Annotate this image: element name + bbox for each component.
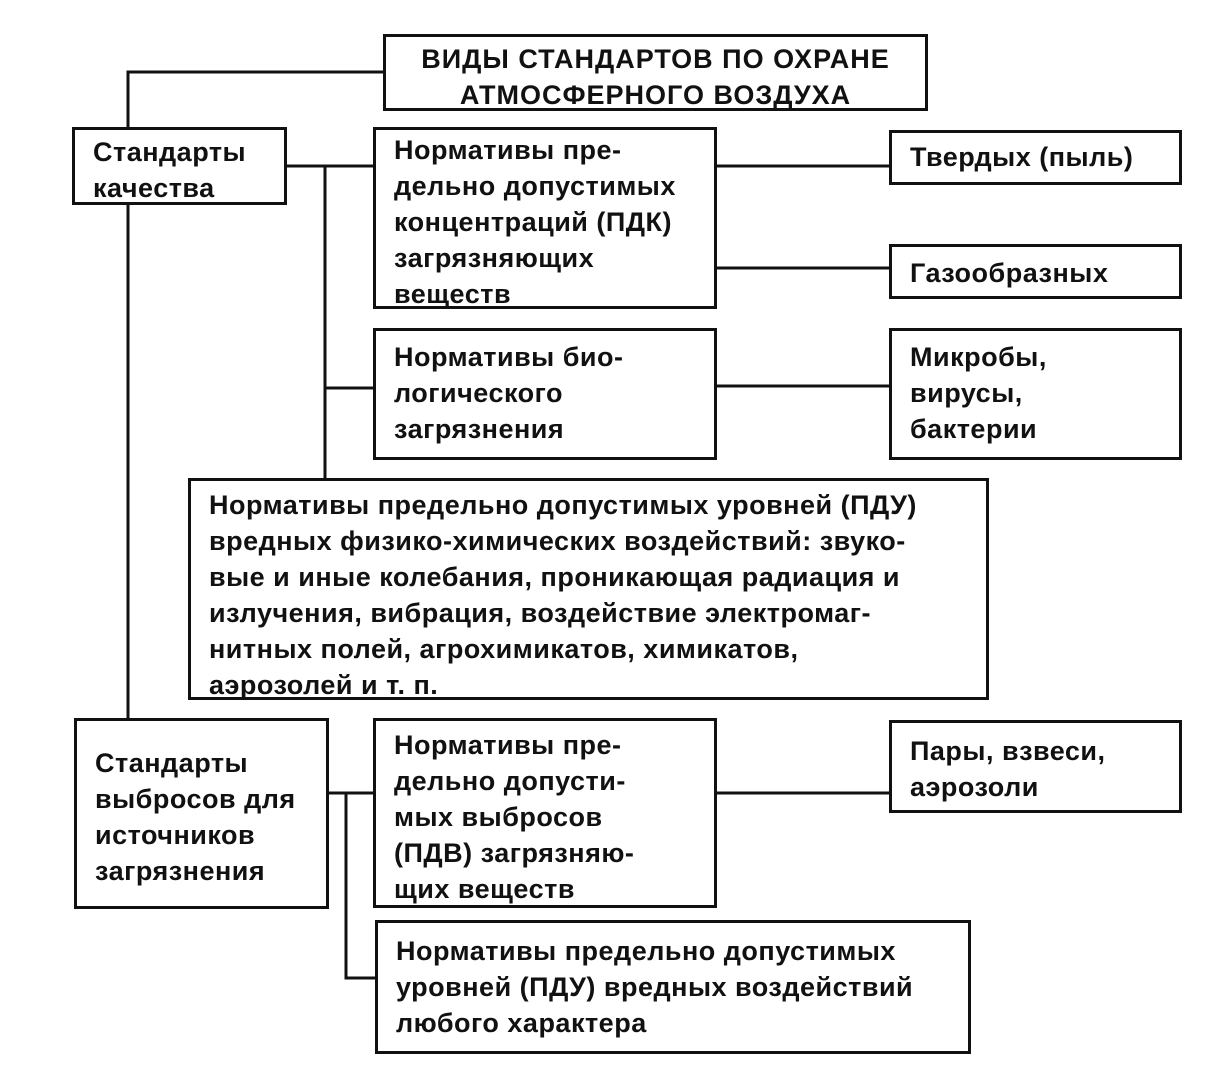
quality-standards-box: Стандарты качества	[72, 127, 287, 205]
vapors-box: Пары, взвеси, аэрозоли	[889, 720, 1182, 813]
pdu-any-box: Нормативы предельно допустимых уровней (…	[375, 920, 971, 1054]
diagram-title: ВИДЫ СТАНДАРТОВ ПО ОХРАНЕ АТМОСФЕРНОГО В…	[383, 34, 928, 111]
gaseous-pollutants-box: Газообразных	[889, 244, 1182, 299]
solid-pollutants-box: Твердых (пыль)	[889, 130, 1182, 185]
pdv-norms-box: Нормативы пре- дельно допусти- мых выбро…	[373, 718, 717, 908]
emission-standards-box: Стандарты выбросов для источников загряз…	[74, 718, 329, 909]
connector-title-spine	[126, 70, 385, 127]
connector-emission-pdu	[344, 793, 375, 980]
microbes-box: Микробы, вирусы, бактерии	[889, 328, 1182, 460]
pdu-physchem-box: Нормативы предельно допустимых уровней (…	[188, 478, 989, 700]
bio-norms-box: Нормативы био- логического загрязнения	[373, 328, 717, 460]
pdk-norms-box: Нормативы пре- дельно допустимых концент…	[373, 127, 717, 309]
